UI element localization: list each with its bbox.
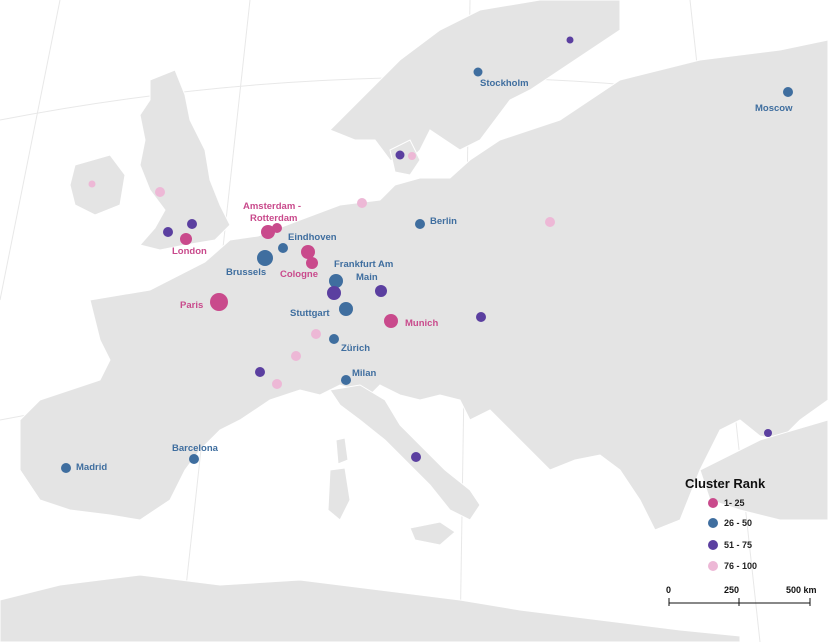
city-labels: Stockholm Moscow Berlin Amsterdam - Rott… bbox=[76, 78, 793, 473]
label-cologne: Cologne bbox=[280, 269, 318, 280]
cluster-dot bbox=[306, 257, 318, 269]
label-frankfurt: Frankfurt Am bbox=[334, 259, 393, 270]
label-amsterdam: Amsterdam - bbox=[243, 201, 301, 212]
legend-label-26-50: 26 - 50 bbox=[724, 518, 752, 528]
label-stockholm: Stockholm bbox=[480, 78, 529, 89]
cluster-dot bbox=[408, 152, 416, 160]
cluster-dot bbox=[255, 367, 265, 377]
label-munich: Munich bbox=[405, 318, 438, 329]
legend-swatch-51-75 bbox=[708, 540, 718, 550]
cluster-dot bbox=[415, 219, 425, 229]
cluster-dot bbox=[327, 286, 341, 300]
legend-label-1-25: 1- 25 bbox=[724, 498, 745, 508]
scale-bar: 0 250 500 km bbox=[666, 585, 817, 606]
cluster-dot bbox=[764, 429, 772, 437]
label-rotterdam: Rotterdam bbox=[250, 213, 298, 224]
cluster-dot bbox=[476, 312, 486, 322]
cluster-dot bbox=[329, 274, 343, 288]
cluster-dot bbox=[783, 87, 793, 97]
label-zurich: Zürich bbox=[341, 343, 370, 354]
legend: Cluster Rank 1- 25 26 - 50 51 - 75 76 - … bbox=[685, 476, 766, 571]
scale-tick-250: 250 bbox=[724, 585, 739, 595]
cluster-dot bbox=[88, 180, 96, 188]
label-frankfurt-main: Main bbox=[356, 272, 378, 283]
label-madrid: Madrid bbox=[76, 462, 107, 473]
label-london: London bbox=[172, 246, 207, 257]
label-barcelona: Barcelona bbox=[172, 443, 219, 454]
corsica bbox=[335, 437, 349, 465]
cluster-dot bbox=[341, 375, 351, 385]
cluster-dot bbox=[180, 233, 192, 245]
north-africa bbox=[0, 574, 741, 642]
cluster-dot bbox=[278, 243, 288, 253]
cluster-dot bbox=[384, 314, 398, 328]
cluster-dot bbox=[210, 293, 228, 311]
denmark bbox=[389, 139, 421, 176]
scale-tick-500: 500 km bbox=[786, 585, 817, 595]
italy bbox=[329, 384, 481, 521]
cluster-dot bbox=[163, 227, 173, 237]
label-milan: Milan bbox=[352, 368, 376, 379]
legend-swatch-76-100 bbox=[708, 561, 718, 571]
legend-swatch-1-25 bbox=[708, 498, 718, 508]
cluster-dot bbox=[357, 198, 367, 208]
sardinia bbox=[327, 467, 351, 521]
cluster-dot bbox=[566, 36, 574, 44]
continental-europe bbox=[19, 39, 828, 531]
sicily bbox=[409, 521, 456, 546]
ireland bbox=[69, 154, 126, 216]
cluster-dots bbox=[61, 36, 793, 473]
cluster-dot bbox=[272, 223, 282, 233]
cluster-dot bbox=[329, 334, 339, 344]
cluster-dot bbox=[411, 452, 421, 462]
cluster-dot bbox=[261, 225, 275, 239]
legend-title: Cluster Rank bbox=[685, 476, 766, 491]
great-britain bbox=[139, 69, 231, 251]
label-brussels: Brussels bbox=[226, 267, 266, 278]
label-stuttgart: Stuttgart bbox=[290, 308, 330, 319]
legend-label-76-100: 76 - 100 bbox=[724, 561, 757, 571]
label-eindhoven: Eindhoven bbox=[288, 232, 337, 243]
label-moscow: Moscow bbox=[755, 103, 793, 114]
label-berlin: Berlin bbox=[430, 216, 457, 227]
cluster-dot bbox=[189, 454, 199, 464]
label-paris: Paris bbox=[180, 300, 203, 311]
scale-tick-0: 0 bbox=[666, 585, 671, 595]
cluster-dot bbox=[339, 302, 353, 316]
legend-label-51-75: 51 - 75 bbox=[724, 540, 752, 550]
cluster-dot bbox=[291, 351, 301, 361]
cluster-dot bbox=[473, 67, 483, 77]
cluster-dot bbox=[545, 217, 555, 227]
cluster-dot bbox=[61, 463, 71, 473]
cluster-dot bbox=[375, 285, 387, 297]
cluster-dot bbox=[301, 245, 315, 259]
cluster-dot bbox=[187, 219, 197, 229]
cluster-dot bbox=[155, 187, 165, 197]
legend-swatch-26-50 bbox=[708, 518, 718, 528]
cluster-dot bbox=[395, 150, 405, 160]
cluster-dot bbox=[311, 329, 321, 339]
cluster-dot bbox=[272, 379, 282, 389]
cluster-dot bbox=[257, 250, 273, 266]
legend-items: 1- 25 26 - 50 51 - 75 76 - 100 bbox=[708, 498, 757, 571]
